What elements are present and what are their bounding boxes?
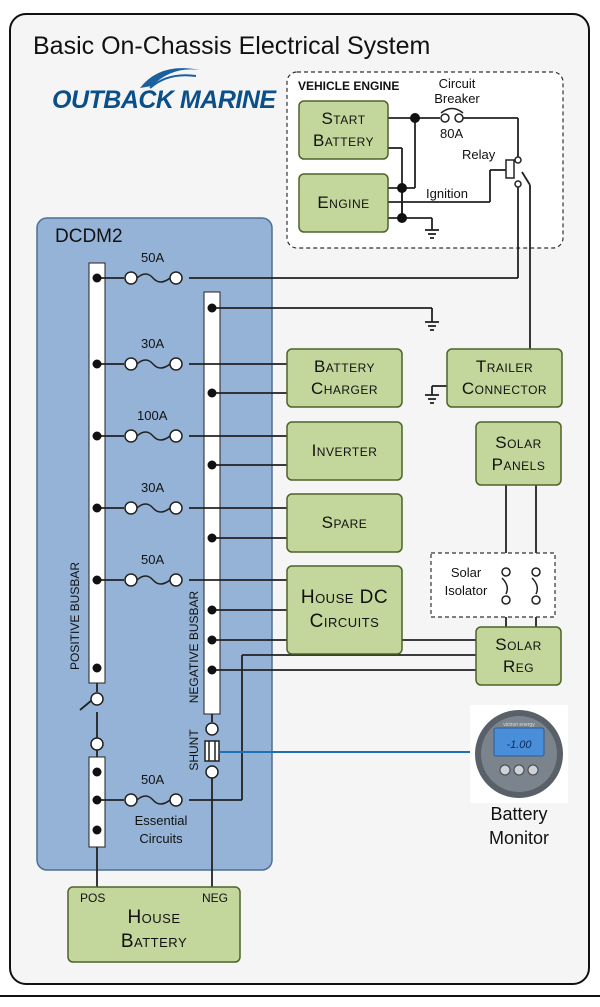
solar-isolator-line-2: Isolator <box>444 583 488 598</box>
essential-label: Essential Circuits <box>126 812 196 848</box>
ignition-label: Ignition <box>426 186 468 201</box>
engine-label: Engine <box>299 174 388 232</box>
solar-panels-label: Solar Panels <box>476 422 561 485</box>
solar-isolator-label: Solar Isolator <box>438 564 494 600</box>
main-isolator <box>90 692 104 751</box>
positive-busbar <box>88 262 106 684</box>
logo-swoosh-line <box>149 74 197 89</box>
spare-box <box>286 493 403 553</box>
start-battery-label: Start Battery <box>299 101 388 159</box>
engine-text: Engine <box>317 193 370 212</box>
fuse-4 <box>124 501 183 515</box>
essential-line-2: Circuits <box>139 831 183 846</box>
positive-busbar-label: POSITIVE BUSBAR <box>68 561 82 671</box>
fuse-5 <box>124 573 183 587</box>
fuse-1 <box>124 271 183 285</box>
essential-line-1: Essential <box>134 813 188 828</box>
fuse-label-4: 30A <box>141 480 165 495</box>
fuse-3 <box>124 429 183 443</box>
start-battery-line-1: Start <box>321 109 366 128</box>
solar-isolator-line-1: Solar <box>450 565 482 580</box>
battery-monitor-label: Battery Monitor <box>470 802 568 850</box>
fuse-label-2: 30A <box>141 336 165 351</box>
house-battery-neg: NEG <box>202 891 229 905</box>
start-battery-box <box>298 100 389 160</box>
monitor-brand: victron energy <box>503 722 535 728</box>
shunt-label: SHUNT <box>187 729 201 771</box>
battery-monitor-device: -1.00 victron energy <box>470 705 568 803</box>
fuse-label-1: 50A <box>141 250 165 265</box>
trailer-box <box>446 348 563 408</box>
trailer-label: Trailer Connector <box>447 349 562 407</box>
house-battery-pos: POS <box>80 891 106 905</box>
circuit-breaker-line-2: Breaker <box>434 91 480 106</box>
start-battery-line-2: Battery <box>312 131 375 150</box>
circuit-breaker-symbol <box>440 107 464 123</box>
spare-label: Spare <box>287 494 402 552</box>
company-logo: OUTBACK MARINE <box>52 86 276 114</box>
house-battery-line-2: Battery <box>120 931 188 952</box>
battery-charger-line-2: Charger <box>310 379 379 398</box>
battery-charger-box <box>286 348 403 408</box>
fuse-2 <box>124 357 183 371</box>
circuit-breaker-label: Circuit Breaker <box>432 76 482 106</box>
trailer-line-1: Trailer <box>475 357 534 376</box>
battery-monitor-line-2: Monitor <box>488 828 550 848</box>
busbar-studs <box>92 113 420 835</box>
inverter-text: Inverter <box>311 441 378 460</box>
solar-isolator-switches <box>501 567 541 605</box>
trailer-line-2: Connector <box>461 379 548 398</box>
page-title: Basic On-Chassis Electrical System <box>33 32 431 60</box>
vehicle-engine-heading: VEHICLE ENGINE <box>298 79 400 93</box>
solar-reg-box <box>475 626 562 686</box>
circuit-breaker-line-1: Circuit <box>438 76 476 91</box>
battery-monitor-line-1: Battery <box>490 804 548 824</box>
solar-reg-label: Solar Reg <box>476 627 561 685</box>
battery-charger-line-1: Battery <box>313 357 376 376</box>
house-battery-label: House Battery <box>68 898 240 962</box>
house-battery-box <box>67 886 241 963</box>
spare-text: Spare <box>321 513 368 532</box>
shunt <box>204 722 220 779</box>
fuse-label-3: 100A <box>137 408 168 423</box>
inverter-box <box>286 421 403 481</box>
breaker-rating: 80A <box>440 126 464 141</box>
negative-busbar-label: NEGATIVE BUSBAR <box>187 590 201 704</box>
solar-reg-line-2: Reg <box>502 657 535 676</box>
solar-panels-box <box>475 421 562 486</box>
house-dc-box <box>286 565 403 655</box>
fuse-label-5: 50A <box>141 552 165 567</box>
monitor-display-value: -1.00 <box>506 739 532 751</box>
house-dc-line-2: Circuits <box>309 611 380 632</box>
relay-symbol <box>505 156 522 188</box>
inverter-label: Inverter <box>287 422 402 480</box>
relay-label: Relay <box>462 147 496 162</box>
solar-isolator-box <box>430 552 556 618</box>
engine-box <box>298 173 389 233</box>
fuses <box>124 271 183 807</box>
component-boxes <box>67 100 563 963</box>
solar-panels-line-2: Panels <box>491 454 546 474</box>
dcdm-heading: DCDM2 <box>55 226 123 247</box>
essential-fuse-label: 50A <box>141 772 165 787</box>
house-dc-line-1: House DC <box>300 587 389 608</box>
house-battery-line-1: House <box>127 907 181 928</box>
solar-reg-line-1: Solar <box>495 635 542 654</box>
battery-charger-label: Battery Charger <box>287 349 402 407</box>
negative-busbar <box>203 291 221 715</box>
fuse-essential <box>124 793 183 807</box>
solar-panels-line-1: Solar <box>495 432 542 452</box>
house-dc-label: House DC Circuits <box>287 566 402 654</box>
